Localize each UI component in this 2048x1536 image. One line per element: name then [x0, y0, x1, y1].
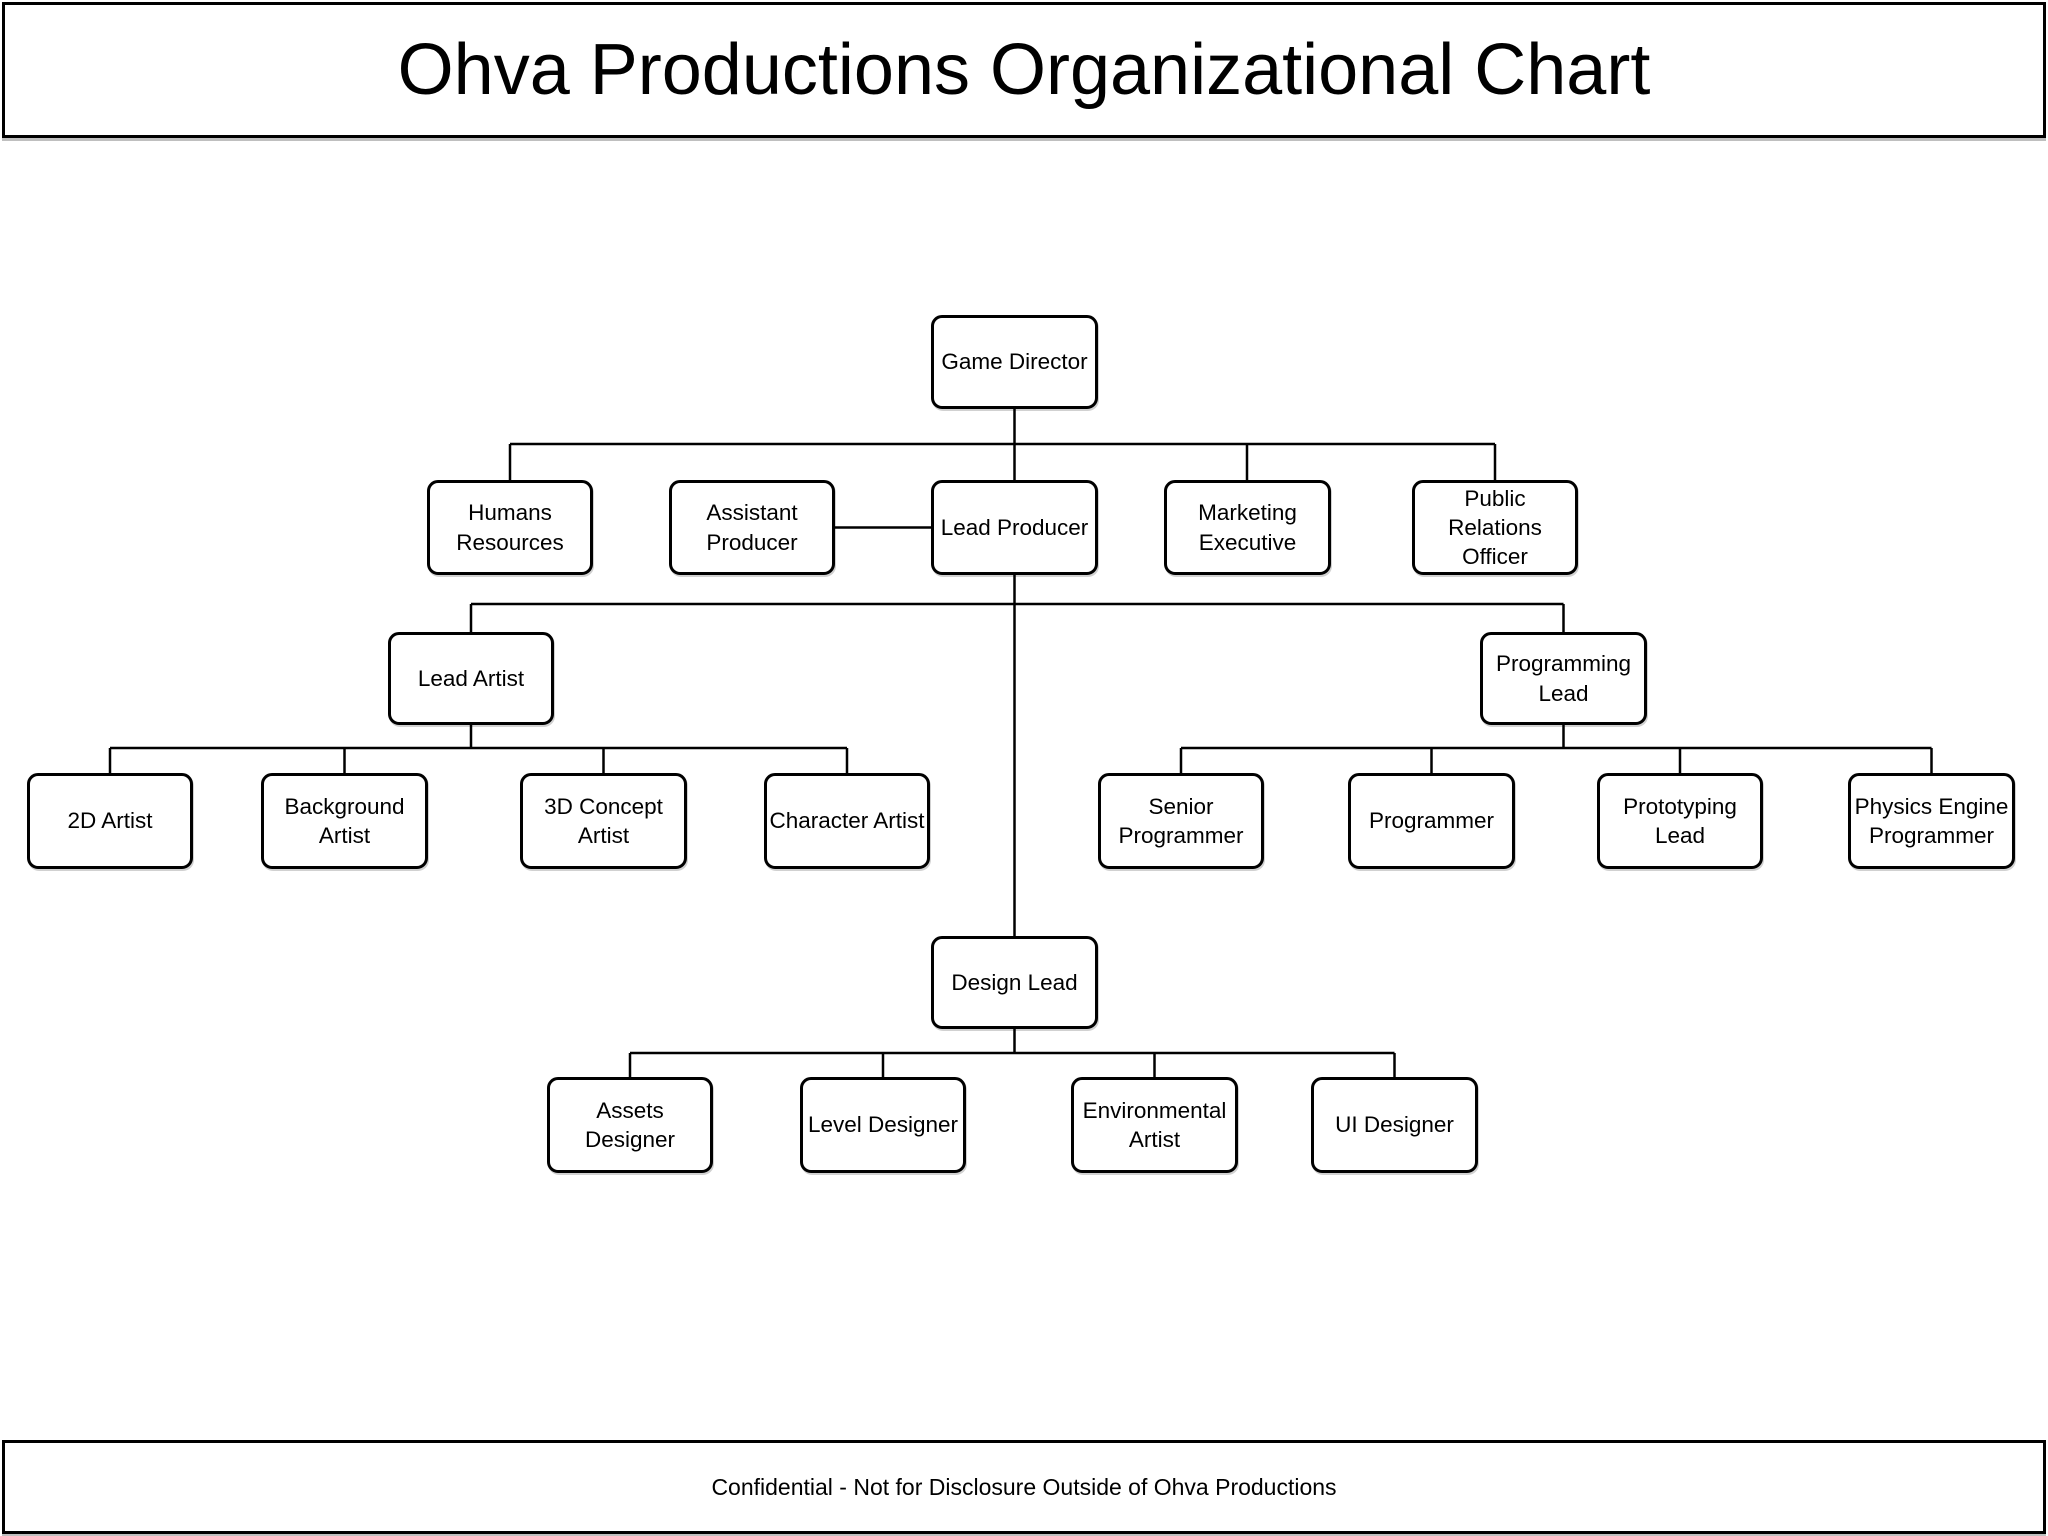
org-node-label: Game Director: [941, 349, 1088, 375]
org-node-label: Level Designer: [807, 1112, 959, 1138]
title-bar: Ohva Productions Organizational Chart: [2, 2, 2046, 138]
confidentiality-notice: Confidential - Not for Disclosure Outsid…: [711, 1473, 1337, 1500]
org-node-label: Background Artist: [284, 793, 405, 848]
org-node-public-relations-officer: Public Relations Officer: [1412, 480, 1578, 575]
org-node-label: Design Lead: [951, 969, 1078, 995]
org-node-programming-lead: Programming Lead: [1480, 632, 1647, 725]
org-node-label: Prototyping Lead: [1623, 793, 1737, 848]
org-node-label: Programmer: [1368, 808, 1495, 834]
org-node-environmental-artist: Environmental Artist: [1071, 1077, 1238, 1173]
org-node-label: Lead Artist: [417, 665, 525, 691]
org-node-label: Physics Engine Programmer: [1854, 793, 2009, 848]
chart-title: Ohva Productions Organizational Chart: [397, 30, 1651, 110]
org-node-prototyping-lead: Prototyping Lead: [1597, 773, 1763, 869]
footer-bar: Confidential - Not for Disclosure Outsid…: [2, 1440, 2046, 1534]
org-node-game-director: Game Director: [931, 315, 1098, 409]
org-node-label: Senior Programmer: [1118, 793, 1244, 848]
org-node-label: Character Artist: [769, 808, 925, 834]
org-node-label: Assets Designer: [584, 1097, 676, 1152]
org-node-assets-designer: Assets Designer: [547, 1077, 713, 1173]
org-node-background-artist: Background Artist: [261, 773, 428, 869]
org-node-humans-resources: Humans Resources: [427, 480, 593, 575]
org-node-label: Assistant Producer: [706, 500, 798, 555]
org-node-2d-artist: 2D Artist: [27, 773, 193, 869]
org-node-label: Programming Lead: [1495, 651, 1632, 706]
org-node-lead-artist: Lead Artist: [388, 632, 554, 725]
org-node-label: Humans Resources: [456, 500, 564, 555]
org-node-level-designer: Level Designer: [800, 1077, 966, 1173]
org-node-assistant-producer: Assistant Producer: [669, 480, 835, 575]
org-node-label: Marketing Executive: [1198, 500, 1297, 555]
org-node-label: Lead Producer: [940, 514, 1089, 540]
org-node-programmer: Programmer: [1348, 773, 1515, 869]
org-node-label: Environmental Artist: [1082, 1097, 1227, 1152]
org-node-physics-engine-programmer: Physics Engine Programmer: [1848, 773, 2015, 869]
org-node-ui-designer: UI Designer: [1311, 1077, 1478, 1173]
org-node-label: Public Relations Officer: [1448, 485, 1542, 570]
org-node-senior-programmer: Senior Programmer: [1098, 773, 1264, 869]
org-node-character-artist: Character Artist: [764, 773, 930, 869]
org-node-design-lead: Design Lead: [931, 936, 1098, 1029]
org-node-3d-concept-artist: 3D Concept Artist: [520, 773, 687, 869]
org-node-label: 3D Concept Artist: [544, 793, 663, 848]
org-node-label: 2D Artist: [67, 808, 153, 834]
connector-path: [108, 409, 1933, 1077]
org-node-marketing-executive: Marketing Executive: [1164, 480, 1331, 575]
org-node-label: UI Designer: [1335, 1112, 1454, 1138]
org-node-lead-producer: Lead Producer: [931, 480, 1098, 575]
